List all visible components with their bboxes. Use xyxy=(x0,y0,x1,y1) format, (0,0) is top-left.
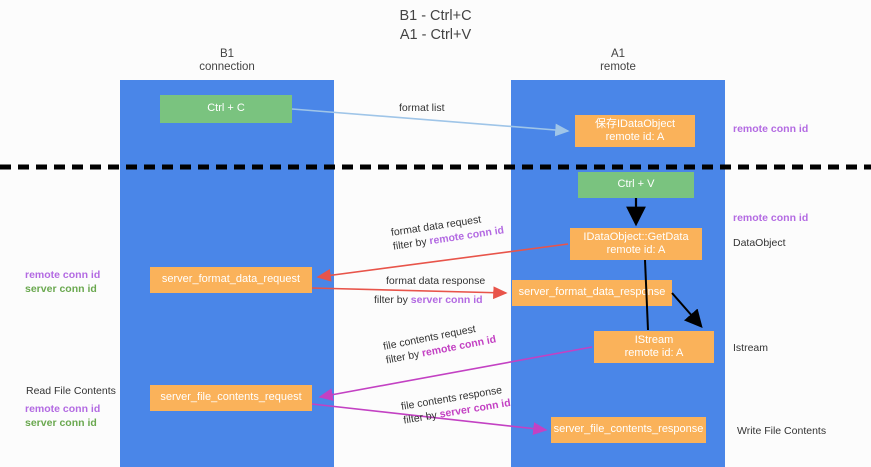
node-idataobject-getdata-label: IDataObject::GetData xyxy=(583,230,689,243)
side-label-dataobject-text: DataObject xyxy=(733,237,786,249)
side-label-conn-ids-left-top: remote conn id server conn id xyxy=(25,268,100,296)
side-label-server-conn-id-left-1: server conn id xyxy=(25,283,97,295)
edge-label-format-list-text: format list xyxy=(399,102,445,114)
node-save-idataobject[interactable]: 保存IDataObject remote id: A xyxy=(575,115,695,147)
side-label-write-file-contents-text: Write File Contents xyxy=(737,425,827,437)
edge-label-format-data-response: format data response filter by server co… xyxy=(374,274,486,307)
node-server-file-contents-response-label: server_file_contents_response xyxy=(553,423,704,436)
filter-key-server-conn-id: server conn id xyxy=(410,294,483,306)
lane-header-a1-role: remote xyxy=(600,61,636,73)
node-save-idataobject-sub: remote id: A xyxy=(605,131,665,143)
edge-label-format-list: format list xyxy=(399,101,445,115)
side-label-read-file-contents-text: Read File Contents xyxy=(26,385,116,397)
node-istream-label: IStream xyxy=(634,333,674,346)
filter-prefix: filter by xyxy=(392,235,431,253)
node-idataobject-getdata-sub: remote id: A xyxy=(606,244,666,256)
side-label-remote-conn-id-mid: remote conn id xyxy=(733,211,808,225)
edge-label-format-data-request: format data request filter by remote con… xyxy=(390,209,505,253)
side-label-remote-conn-id-left-2: remote conn id xyxy=(25,403,101,415)
side-label-dataobject: DataObject xyxy=(733,236,786,250)
edge-label-file-contents-request: file contents request filter by remote c… xyxy=(382,319,497,368)
node-server-format-data-response[interactable]: server_format_data_response xyxy=(512,280,672,306)
lane-header-b1-role: connection xyxy=(199,61,255,73)
lane-header-b1: B1 connection xyxy=(150,48,304,74)
edge-label-format-data-response-line2: filter by server conn id xyxy=(374,293,485,307)
lane-header-a1: A1 remote xyxy=(541,48,695,74)
filter-prefix: filter by xyxy=(374,294,411,306)
node-server-format-data-request[interactable]: server_format_data_request xyxy=(150,267,312,293)
page-title: B1 - Ctrl+C A1 - Ctrl+V xyxy=(0,7,871,45)
side-label-remote-conn-id-left-1: remote conn id xyxy=(25,269,101,281)
node-server-file-contents-request-label: server_file_contents_request xyxy=(160,391,302,404)
title-line-1: B1 - Ctrl+C xyxy=(399,8,472,24)
side-label-read-file-contents: Read File Contents xyxy=(26,384,116,398)
node-server-file-contents-response[interactable]: server_file_contents_response xyxy=(551,417,706,443)
node-ctrl-c[interactable]: Ctrl + C xyxy=(160,95,292,123)
edge-label-format-data-response-line1: format data response xyxy=(386,275,486,287)
node-server-file-contents-request[interactable]: server_file_contents_request xyxy=(150,385,312,411)
side-label-write-file-contents: Write File Contents xyxy=(737,424,826,438)
edge-label-file-contents-response: file contents response filter by server … xyxy=(400,382,512,428)
side-label-server-conn-id-left-2: server conn id xyxy=(25,417,97,429)
node-server-format-data-request-label: server_format_data_request xyxy=(161,273,301,286)
node-save-idataobject-label: 保存IDataObject xyxy=(594,117,676,130)
node-istream-sub: remote id: A xyxy=(624,347,684,359)
side-label-istream: Istream xyxy=(733,341,768,355)
side-label-conn-ids-left-bottom: remote conn id server conn id xyxy=(25,402,100,430)
node-ctrl-v[interactable]: Ctrl + V xyxy=(578,172,694,198)
title-line-2: A1 - Ctrl+V xyxy=(399,27,472,43)
node-server-format-data-response-label: server_format_data_response xyxy=(518,286,666,299)
side-label-remote-conn-id-mid-text: remote conn id xyxy=(733,212,809,224)
side-label-istream-text: Istream xyxy=(733,342,769,354)
node-ctrl-c-label: Ctrl + C xyxy=(207,102,245,115)
lane-header-a1-name: A1 xyxy=(610,48,626,60)
node-idataobject-getdata[interactable]: IDataObject::GetData remote id: A xyxy=(570,228,702,260)
side-label-remote-conn-id-top: remote conn id xyxy=(733,122,808,136)
lane-header-b1-name: B1 xyxy=(219,48,235,60)
side-label-remote-conn-id-top-text: remote conn id xyxy=(733,123,809,135)
node-istream[interactable]: IStream remote id: A xyxy=(594,331,714,363)
divider-dashed xyxy=(0,157,871,170)
node-ctrl-v-label: Ctrl + V xyxy=(617,178,655,191)
